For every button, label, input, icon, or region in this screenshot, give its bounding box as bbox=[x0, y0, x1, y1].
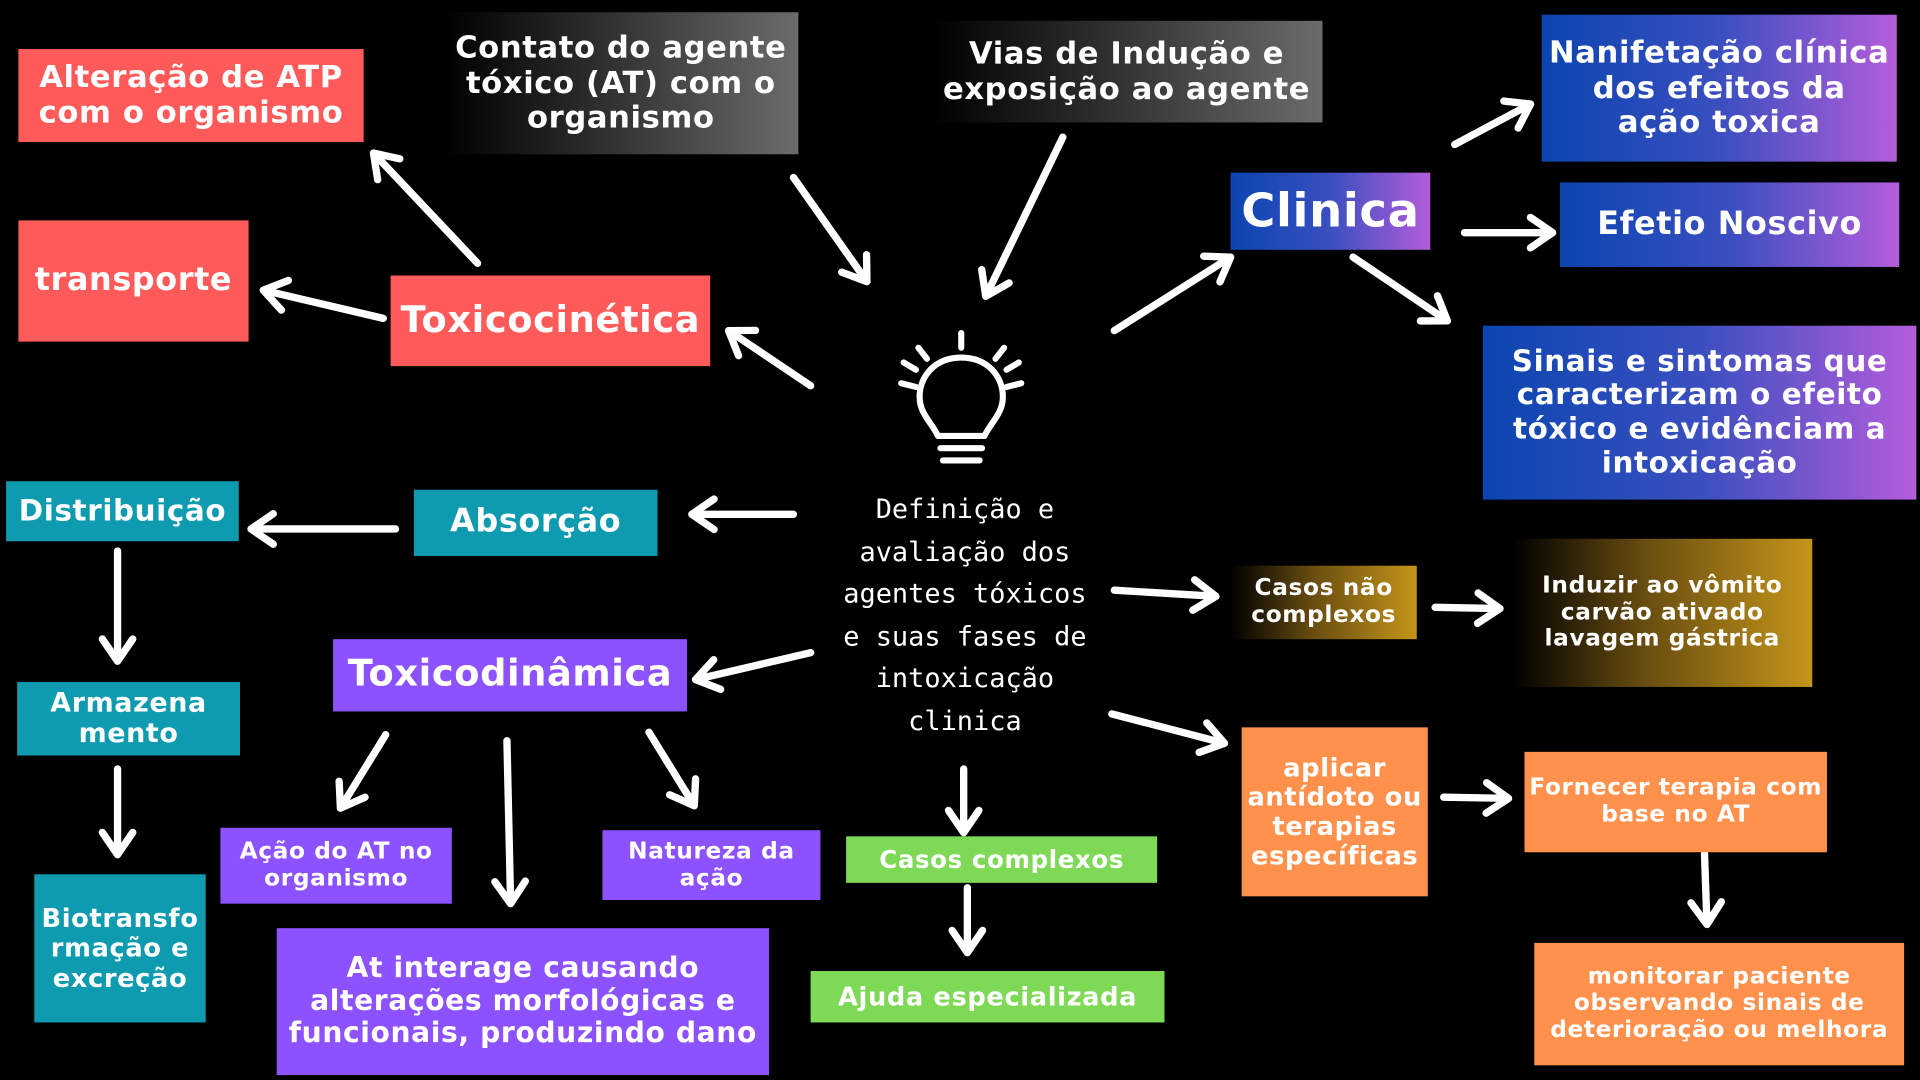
arrow-icon bbox=[789, 173, 871, 286]
arrow-icon bbox=[691, 648, 815, 694]
node-acao: Ação do AT no organismo bbox=[220, 827, 452, 904]
arrow-icon bbox=[978, 133, 1067, 301]
arrow-icon bbox=[369, 149, 482, 267]
node-biotransformacao: Biotransfo rmação e excreção bbox=[34, 874, 206, 1023]
node-armazenamento: Armazena mento bbox=[17, 682, 241, 756]
node-interage: At interage causando alterações morfológ… bbox=[276, 928, 769, 1076]
node-efetio: Efetio Noscivo bbox=[1560, 182, 1900, 267]
central-topic: Definição e avaliação dos agentes tóxico… bbox=[843, 494, 1087, 737]
arrow-icon bbox=[491, 737, 529, 908]
node-aplicar: aplicar antídoto ou terapias específicas bbox=[1241, 727, 1428, 897]
arrow-icon bbox=[259, 276, 387, 323]
arrow-icon bbox=[1110, 252, 1235, 335]
node-toxicodinamica: Toxicodinâmica bbox=[333, 639, 687, 712]
arrow-icon bbox=[1110, 576, 1220, 614]
arrow-icon bbox=[98, 547, 137, 665]
node-sinais: Sinais e sintomas que caracterizam o efe… bbox=[1482, 325, 1917, 500]
arrow-icon bbox=[1349, 253, 1452, 325]
arrow-icon bbox=[1440, 779, 1513, 817]
arrow-icon bbox=[948, 884, 987, 957]
node-induzir: Induzir ao vômito carvão ativado lavagem… bbox=[1512, 538, 1813, 687]
node-nanifetacao: Nanifetação clínica dos efeitos da ação … bbox=[1541, 14, 1897, 162]
node-atp: Alteração de ATP com o organismo bbox=[18, 48, 364, 143]
node-fornecer: Fornecer terapia com base no AT bbox=[1524, 751, 1827, 853]
arrow-icon bbox=[944, 765, 983, 837]
arrow-icon bbox=[1108, 710, 1229, 757]
node-monitorar: monitorar paciente observando sinais de … bbox=[1534, 942, 1905, 1066]
arrow-icon bbox=[724, 326, 815, 390]
node-transporte: transporte bbox=[18, 220, 249, 342]
arrow-icon bbox=[98, 765, 137, 859]
node-natureza: Natureza da ação bbox=[602, 830, 821, 901]
node-absorcao: Absorção bbox=[413, 489, 658, 556]
node-casos-nao-complexos: Casos não complexos bbox=[1230, 565, 1417, 640]
lightbulb-icon bbox=[898, 330, 1025, 464]
arrow-icon bbox=[1460, 213, 1557, 252]
arrow-icon bbox=[1431, 589, 1504, 628]
arrow-icon bbox=[688, 495, 798, 534]
node-distribuicao: Distribuição bbox=[6, 481, 239, 542]
node-clinica: Clinica bbox=[1230, 172, 1431, 250]
node-toxicocinetica: Toxicocinética bbox=[390, 275, 711, 367]
node-vias: Vias de Indução e exposição ao agente bbox=[930, 20, 1323, 123]
arrow-icon bbox=[645, 728, 700, 810]
arrow-icon bbox=[335, 731, 390, 812]
node-ajuda: Ajuda especializada bbox=[810, 971, 1165, 1023]
arrow-icon bbox=[247, 510, 400, 548]
node-contato: Contato do agente tóxico (AT) com o orga… bbox=[443, 12, 799, 155]
node-casos-complexos: Casos complexos bbox=[846, 836, 1158, 883]
arrow-icon bbox=[1451, 97, 1535, 149]
arrow-icon bbox=[1687, 849, 1726, 929]
